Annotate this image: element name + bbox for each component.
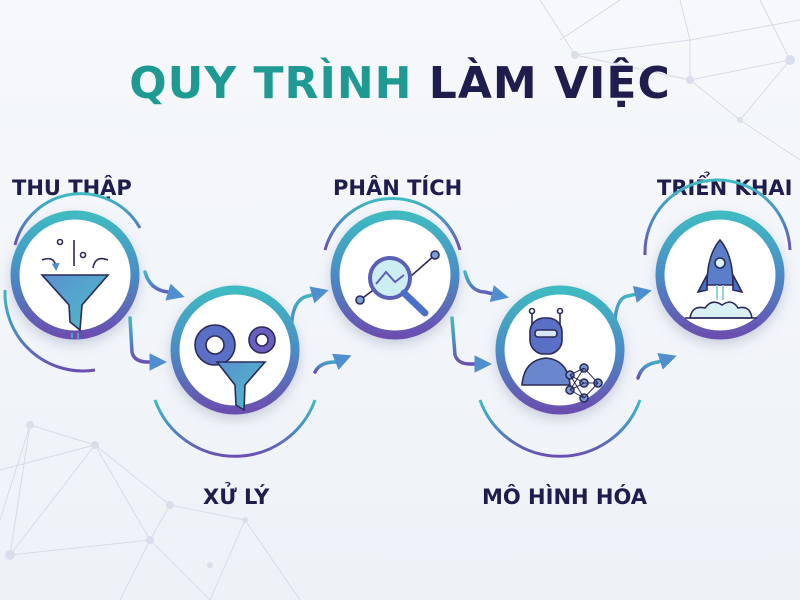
- step-label-phan-tich: PHÂN TÍCH: [333, 176, 463, 200]
- connector-2-3-bottom: [313, 353, 352, 374]
- step-label-xu-ly: XỬ LÝ: [203, 485, 270, 509]
- robot-neural-network-icon: [521, 307, 603, 403]
- step-label-mo-hinh-hoa: MÔ HÌNH HÓA: [482, 485, 648, 509]
- page-title: QUY TRÌNH LÀM VIỆC: [0, 58, 800, 109]
- title-part-1: QUY TRÌNH: [129, 58, 413, 109]
- connector-1-2-bottom: [128, 316, 167, 371]
- connector-4-5-bottom: [636, 353, 677, 380]
- connector-3-4-top: [463, 270, 509, 303]
- magnifier-chart-icon: [355, 250, 440, 317]
- title-part-2: LÀM VIỆC: [428, 58, 671, 109]
- funnel-data-icon: [40, 238, 110, 340]
- rocket-launch-icon: [685, 238, 757, 319]
- connector-3-4-bottom: [450, 316, 492, 373]
- gears-funnel-icon: [194, 324, 276, 412]
- connector-1-2-top: [143, 270, 185, 301]
- step-label-thu-thap: THU THẬP: [12, 176, 132, 200]
